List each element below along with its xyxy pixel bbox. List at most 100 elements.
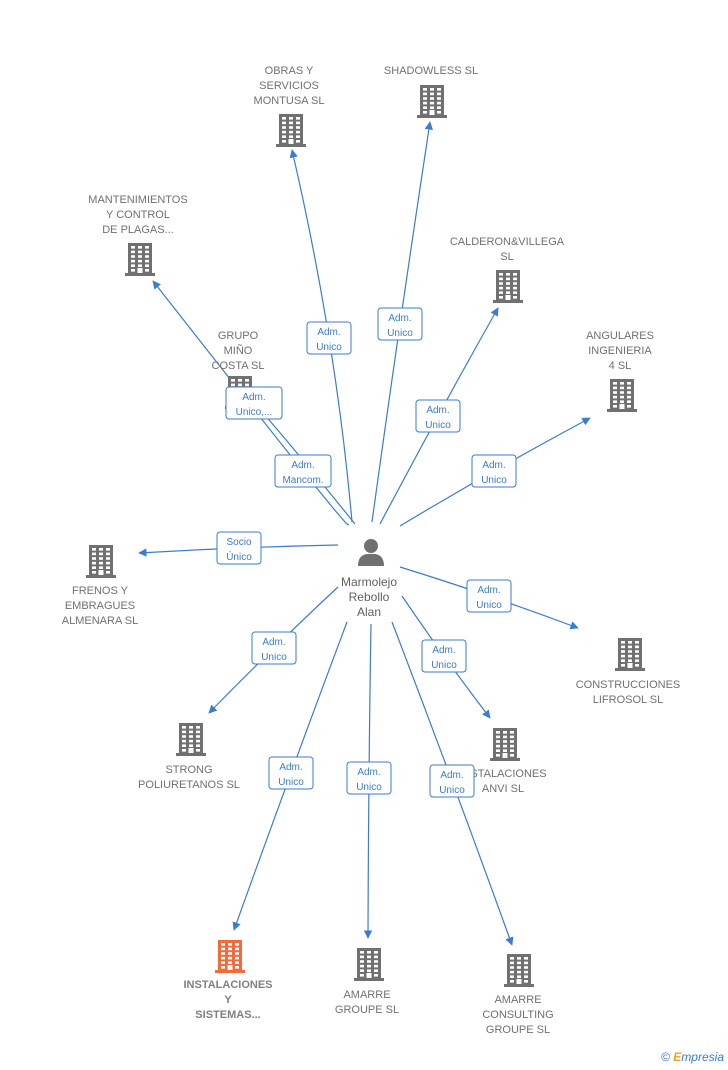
company-name-line: 4 SL <box>609 360 632 372</box>
company-name-line: MANTENIMIENTOS <box>88 194 187 206</box>
edge-label-line: Adm. <box>388 313 411 324</box>
company-name-line: EMBRAGUES <box>65 600 135 612</box>
company-name-line: GROUPE SL <box>486 1024 550 1036</box>
edge-label-line: Adm. <box>262 637 285 648</box>
company-name-line: CALDERON&VILLEGA <box>450 236 565 248</box>
company-name-line: ANVI SL <box>482 783 524 795</box>
company-name-line: DE PLAGAS... <box>102 224 174 236</box>
edge-label-line: Unico <box>481 475 507 486</box>
edge-label-construc[interactable]: Adm. Unico <box>466 579 512 613</box>
edge-label-angulares[interactable]: Adm. Unico <box>471 454 517 488</box>
edge-label-amarrecons[interactable]: Adm. Unico <box>429 764 475 798</box>
edge-label-line: Unico <box>278 777 304 788</box>
company-node-amarre[interactable]: AMARRE GROUPE SL <box>335 948 399 1016</box>
company-name-line: SL <box>500 251 513 263</box>
company-node-shadowless[interactable]: SHADOWLESS SL <box>384 65 478 118</box>
company-name-line: OBRAS Y <box>265 65 314 77</box>
edge-label-line: Unico <box>356 782 382 793</box>
edge-label-line: Adm. <box>426 405 449 416</box>
company-name-line: INSTALACIONES <box>459 768 546 780</box>
company-name-line: MIÑO <box>224 344 253 357</box>
edge-label-line: Adm. <box>477 585 500 596</box>
company-name-line: Y CONTROL <box>106 209 170 221</box>
edge-label-line: Adm. <box>291 460 314 471</box>
edge-label-line: Unico <box>316 342 342 353</box>
building-icon <box>176 723 206 756</box>
building-icon <box>490 728 520 761</box>
edge-label-line: Adm. <box>432 645 455 656</box>
company-name-line: STRONG <box>165 764 212 776</box>
company-name-line: Y <box>224 994 232 1006</box>
building-icon <box>215 940 245 973</box>
edge-label-line: Unico,... <box>236 407 273 418</box>
building-icon <box>615 638 645 671</box>
company-name-line: INSTALACIONES <box>183 979 272 991</box>
building-icon <box>493 270 523 303</box>
company-name-line: SISTEMAS... <box>195 1009 260 1021</box>
building-icon <box>504 954 534 987</box>
edge-label-line: Unico <box>387 328 413 339</box>
edge-label-instal[interactable]: Adm. Unico <box>268 756 314 790</box>
company-name-line: AMARRE <box>343 989 390 1001</box>
company-node-anvi[interactable]: INSTALACIONES ANVI SL <box>459 728 547 795</box>
edge-label-amarre[interactable]: Adm. Unico <box>346 761 392 795</box>
person-name-line: Marmolejo <box>341 575 397 589</box>
company-name-line: SERVICIOS <box>259 80 319 92</box>
company-name-line: AMARRE <box>494 994 541 1006</box>
company-node-mantenim[interactable]: MANTENIMIENTOS Y CONTROL DE PLAGAS... <box>88 194 188 276</box>
edge-label-calderon[interactable]: Adm.Unico <box>415 399 461 433</box>
edge-label-line: Único <box>226 550 252 563</box>
company-name-line: ALMENARA SL <box>62 615 138 627</box>
person-name-line: Alan <box>357 605 381 619</box>
edge-label-line: Adm. <box>279 762 302 773</box>
person-name-line: Rebollo <box>349 590 390 604</box>
company-name-line: FRENOS Y <box>72 585 129 597</box>
building-icon <box>276 114 306 147</box>
edge-label-line: Adm. <box>317 327 340 338</box>
building-icon <box>86 545 116 578</box>
edge-label-line: Unico <box>261 652 287 663</box>
edge-label-strong[interactable]: Adm. Unico <box>251 631 297 665</box>
company-name-line: SHADOWLESS SL <box>384 65 478 77</box>
company-name-line: MONTUSA SL <box>254 95 325 107</box>
company-name-line: CONSULTING <box>482 1009 553 1021</box>
company-node-frenos[interactable]: FRENOS Y EMBRAGUES ALMENARA SL <box>62 545 138 627</box>
edge-label-line: Unico <box>439 785 465 796</box>
company-name-line: CONSTRUCCIONES <box>576 679 681 691</box>
company-node-amarrecons[interactable]: AMARRE CONSULTING GROUPE SL <box>482 954 554 1036</box>
edge-label-line: Adm. <box>242 392 265 403</box>
company-node-obras[interactable]: OBRAS Y SERVICIOS MONTUSA SL <box>254 65 325 147</box>
edge-label-shadowless[interactable]: Adm. Unico <box>377 307 423 341</box>
company-name-line: ANGULARES <box>586 330 654 342</box>
company-node-strong[interactable]: STRONG POLIURETANOS SL <box>138 723 240 791</box>
building-icon <box>607 379 637 412</box>
building-icon <box>417 85 447 118</box>
company-name-line: INGENIERIA <box>588 345 652 357</box>
brand-name: mpresia <box>681 1050 724 1064</box>
company-name-line: GRUPO <box>218 330 259 342</box>
edge-label-line: Unico <box>476 600 502 611</box>
edge-label-line: Adm. <box>440 770 463 781</box>
building-icon <box>354 948 384 981</box>
edge-label-line: Adm. <box>482 460 505 471</box>
company-name-line: COSTA SL <box>212 360 265 372</box>
company-node-angulares[interactable]: ANGULARES INGENIERIA 4 SL <box>586 330 654 412</box>
edge-label-grupo[interactable]: Adm. Unico,... <box>225 386 283 420</box>
edge-label-anvi[interactable]: Adm. Unico <box>421 639 467 673</box>
brand-footer: © Empresia <box>661 1050 724 1064</box>
company-name-line: POLIURETANOS SL <box>138 779 240 791</box>
company-name-line: GROUPE SL <box>335 1004 399 1016</box>
edge-label-obras[interactable]: Adm. Unico <box>306 321 352 355</box>
edge-label-line: Socio <box>226 537 251 548</box>
edge-label-line: Adm. <box>357 767 380 778</box>
edge-label-mantenim[interactable]: Adm.Mancom. <box>274 454 332 488</box>
person-icon <box>358 539 384 566</box>
copyright-symbol: © <box>661 1050 670 1064</box>
company-node-instal[interactable]: INSTALACIONES Y SISTEMAS... <box>183 940 273 1021</box>
company-node-calderon[interactable]: CALDERON&VILLEGA SL <box>450 236 565 303</box>
edge-label-line: Unico <box>431 660 457 671</box>
